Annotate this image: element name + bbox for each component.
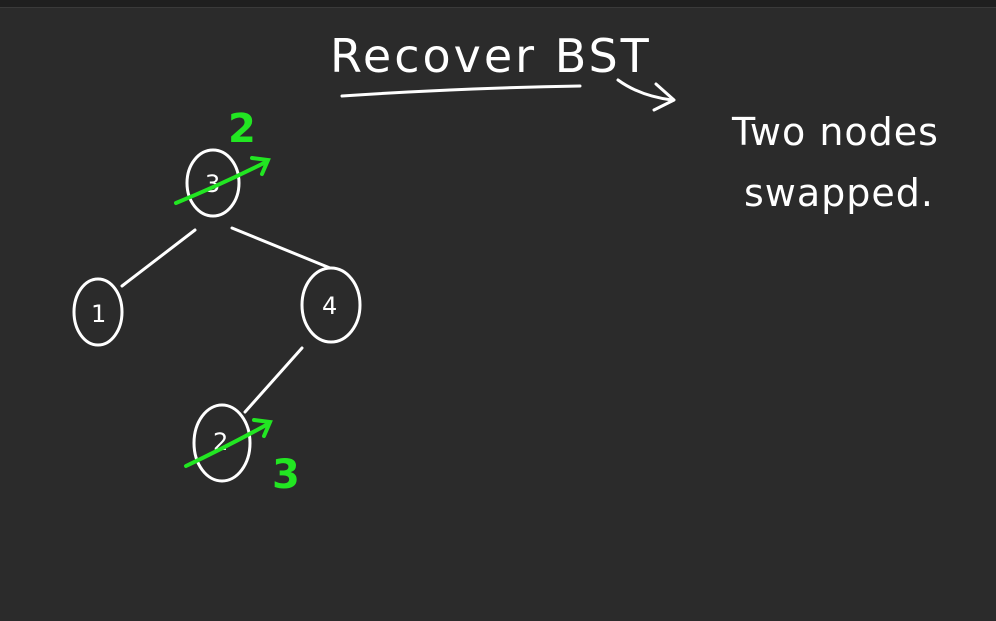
edge-right-left [243, 346, 304, 414]
edge-root-left [120, 228, 197, 288]
node-value: 1 [91, 300, 106, 328]
node-corrected-value: 3 [272, 452, 300, 498]
node-circle [192, 403, 252, 483]
tree-node-left: 1 [72, 277, 124, 347]
diagram-title: Recover BST [330, 29, 652, 83]
tree-node-right: 4 [300, 266, 362, 344]
note-line-1: Two nodes [731, 110, 939, 154]
strike-mark-tip [252, 418, 273, 438]
strike-mark [174, 160, 268, 205]
node-circle [185, 148, 241, 218]
title-underline [340, 84, 582, 98]
tree-node-root: 3 2 [174, 106, 271, 218]
edge-root-right [230, 226, 332, 270]
window-top-bar [0, 0, 996, 8]
tree-node-right-left: 2 3 [184, 403, 300, 498]
note-line-2: swapped. [744, 171, 934, 215]
node-corrected-value: 2 [228, 106, 256, 152]
strike-mark [184, 422, 270, 468]
node-value: 4 [322, 292, 337, 320]
strike-mark-tip [250, 156, 271, 176]
node-circle [300, 266, 362, 344]
node-circle [72, 277, 124, 347]
arrow-head [652, 82, 676, 112]
arrow-shaft [616, 78, 674, 102]
